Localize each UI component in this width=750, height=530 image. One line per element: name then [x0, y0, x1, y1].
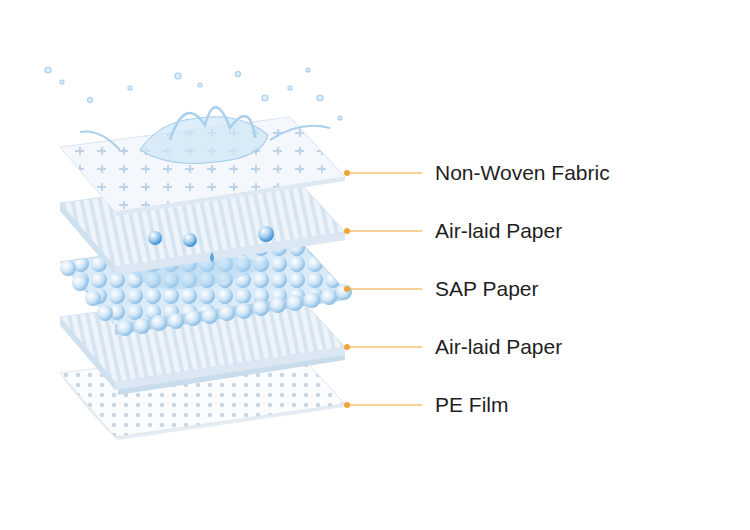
- leader-lines: [344, 170, 422, 408]
- layer-label: SAP Paper: [435, 276, 539, 301]
- layer-label: PE Film: [435, 392, 509, 417]
- layer-label: Air-laid Paper: [435, 334, 562, 359]
- layer-label: Non-Woven Fabric: [435, 160, 610, 185]
- layer-label: Air-laid Paper: [435, 218, 562, 243]
- water-droplets: [148, 226, 274, 262]
- non-woven-layer: [60, 117, 345, 216]
- water-splash: [45, 67, 342, 164]
